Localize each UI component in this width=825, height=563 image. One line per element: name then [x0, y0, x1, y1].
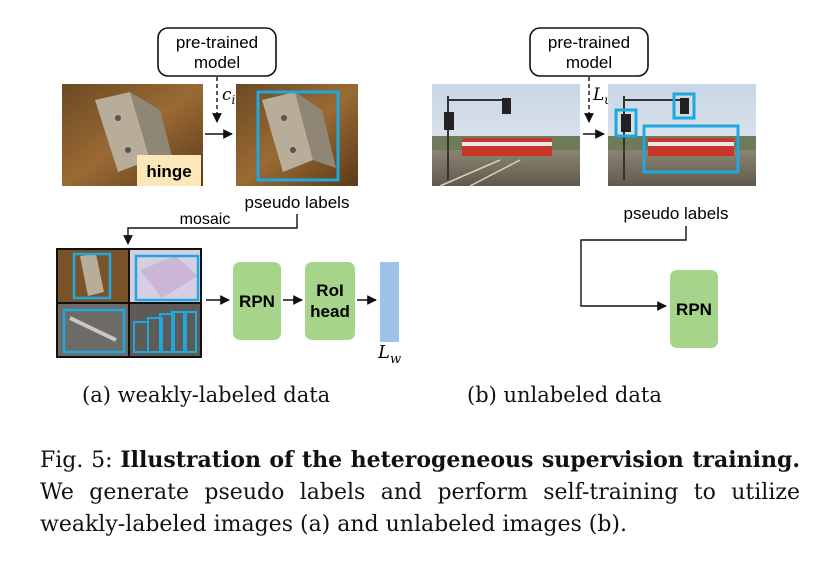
right-rpn-label: RPN [676, 300, 712, 319]
right-model-label-line2: model [566, 53, 612, 72]
subcaption-b: (b) unlabeled data [467, 383, 662, 407]
caption-body: We generate pseudo labels and perform se… [40, 480, 800, 537]
left-model-label-line1: pre-trained [176, 33, 258, 52]
right-model-label-line1: pre-trained [548, 33, 630, 52]
subcaption-a: (a) weakly-labeled data [82, 383, 331, 407]
caption-prefix: Fig. 5: [40, 448, 121, 473]
mosaic-image [56, 248, 202, 358]
left-arrow-symbol: ci [222, 85, 236, 107]
left-rpn-block: RPN [233, 262, 281, 340]
figure-diagram: pre-trained model ci hinge pseudo labels… [56, 27, 756, 367]
weak-loss-bar [380, 262, 399, 342]
left-pseudo-labels-text: pseudo labels [245, 193, 350, 212]
hinge-pseudo-photo [236, 84, 358, 186]
hinge-photo: hinge [62, 84, 203, 186]
right-pseudo-labels-text: pseudo labels [624, 204, 729, 223]
mosaic-arrow [123, 214, 298, 245]
weak-loss-symbol: Lw [377, 342, 401, 367]
right-pseudo-to-rpn-arrow [580, 226, 687, 311]
left-model-label-line2: model [194, 53, 240, 72]
roi-head-block: RoI head [305, 262, 355, 340]
left-pretrained-model-box: pre-trained model [157, 27, 277, 77]
right-pretrained-model-box: pre-trained model [529, 27, 649, 77]
right-rpn-block: RPN [670, 270, 718, 348]
figure-caption: Fig. 5: Illustration of the heterogeneou… [40, 444, 800, 541]
train-pseudo-photo [608, 84, 756, 186]
left-rpn-label: RPN [239, 292, 275, 311]
mosaic-text: mosaic [180, 211, 231, 228]
train-photo [432, 84, 580, 187]
roi-label-line2: head [310, 302, 350, 321]
caption-bold-title: Illustration of the heterogeneous superv… [120, 447, 800, 473]
roi-label-line1: RoI [316, 281, 343, 300]
hinge-class-label: hinge [146, 162, 191, 181]
